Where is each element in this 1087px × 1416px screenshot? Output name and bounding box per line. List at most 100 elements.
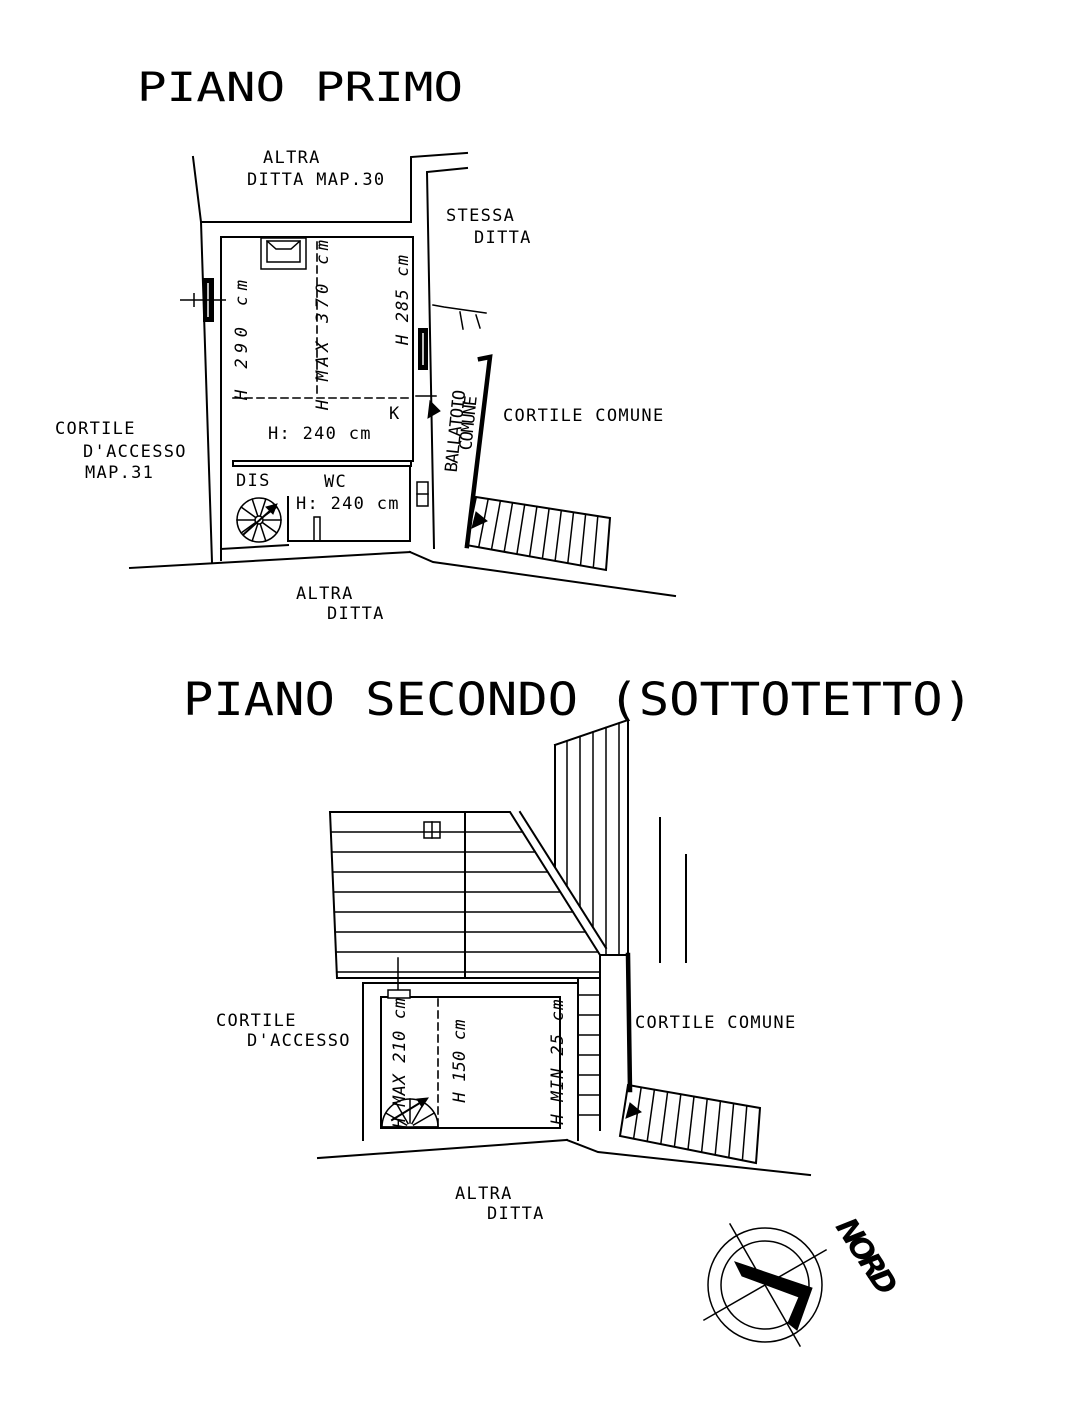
south-neighbor-line1: ALTRA	[455, 1184, 513, 1204]
south-neighbor-line2: DITTA	[327, 604, 385, 624]
room-label-wc: WC	[324, 472, 347, 492]
spiral-stair-tread	[410, 1101, 426, 1125]
room-outer-wall	[362, 982, 579, 1141]
balcony-gate-post	[475, 314, 481, 329]
stair-rung	[541, 507, 550, 560]
spiral-stair-tread	[394, 1101, 410, 1125]
spiral-stair-tread	[251, 498, 259, 518]
room-inner-outline	[380, 996, 561, 1129]
piano-primo-plan: PIANO PRIMO	[55, 65, 677, 624]
stair-rung	[673, 1093, 682, 1148]
stair-direction-arrow-icon	[625, 1102, 642, 1119]
chimney-icon	[423, 821, 441, 839]
spiral-stair-tread	[384, 1111, 408, 1127]
secondo-spiral-stair-icon	[381, 1097, 439, 1128]
secondo-external-stair	[618, 1083, 762, 1165]
south-boundary-west	[128, 550, 412, 570]
east-courtyard-label: CORTILE COMUNE	[503, 406, 665, 426]
partition-wall	[232, 460, 412, 467]
spiral-stair-tread	[259, 498, 267, 518]
stair-rung	[579, 513, 587, 567]
spiral-stair-arrow-shaft	[390, 1099, 425, 1122]
stair-rung	[727, 1102, 735, 1159]
stair-rung	[554, 509, 563, 562]
compass-needle	[734, 1261, 813, 1331]
piano-secondo-plan: PIANO SECONDO (SOTTOTETTO)	[183, 673, 973, 1224]
stair-rung	[646, 1088, 656, 1143]
east-neighbor-line2: DITTA	[474, 228, 532, 248]
west-courtyard-line2: D'ACCESSO	[247, 1031, 351, 1051]
kitchen-door-icon	[415, 395, 441, 419]
stair-rung	[503, 501, 514, 553]
stair-rung	[741, 1104, 748, 1162]
spiral-stair-arrow-icon	[416, 1097, 429, 1108]
roof-hip-line	[518, 810, 608, 950]
east-neighbor-line1: STESSA	[446, 206, 515, 226]
dis-floor-edge	[219, 543, 290, 551]
south-neighbor-line2: DITTA	[487, 1204, 545, 1224]
west-courtyard-line3: MAP.31	[85, 463, 154, 483]
south-boundary-east	[565, 1138, 812, 1177]
wc-window-icon	[416, 481, 429, 507]
balcony-edge	[464, 354, 493, 549]
fireplace-inner	[266, 240, 301, 263]
roof-hatching	[330, 722, 620, 1116]
fireplace-hood	[265, 239, 302, 250]
south-neighbor-line1: ALTRA	[296, 584, 354, 604]
north-neighbor-line1: ALTRA	[263, 148, 321, 168]
north-neighbor-line2: DITTA MAP.30	[247, 170, 385, 190]
stair-rung	[490, 499, 502, 551]
inner-wall-outline	[220, 236, 414, 561]
west-courtyard-line2: D'ACCESSO	[83, 442, 187, 462]
stair-rung	[566, 511, 575, 565]
stair-rung	[516, 503, 526, 555]
primo-external-stair	[464, 495, 612, 572]
fireplace-icon	[260, 237, 307, 270]
fireplace-outer	[260, 237, 307, 270]
external-stair-outline	[618, 1083, 762, 1165]
room-label-dis: DIS	[236, 471, 271, 491]
primo-spiral-stair-icon	[236, 497, 282, 543]
external-stair-outline	[464, 495, 612, 572]
roof-window-icon	[387, 957, 411, 999]
balcony-gate-post	[459, 311, 464, 330]
height-label-center: H 150 cm	[450, 1020, 470, 1104]
south-boundary-east	[408, 550, 677, 598]
door-arrow-icon	[427, 399, 441, 419]
wc-walls	[287, 465, 411, 542]
stair-rung	[687, 1095, 695, 1151]
stair-rung	[700, 1097, 709, 1154]
spiral-stair-tread	[259, 522, 267, 542]
east-courtyard-label: CORTILE COMUNE	[635, 1013, 797, 1033]
stair-rung	[528, 505, 538, 558]
north-boundary-line	[200, 151, 469, 223]
primo-height-lines	[232, 241, 414, 399]
height-label-hall: H: 240 cm	[268, 424, 372, 444]
height-label-min: H MIN 25 cm	[548, 1000, 568, 1126]
spiral-stair-tread	[251, 522, 259, 542]
balcony-edge	[625, 952, 633, 1093]
balcony-gate-rail	[432, 304, 487, 314]
compass-inner-ring	[720, 1240, 810, 1330]
room-label-k: K	[389, 404, 401, 424]
height-label-wc: H: 240 cm	[296, 494, 400, 514]
spiral-stair-tread	[240, 521, 257, 534]
compass-outer-ring	[707, 1227, 823, 1343]
roof-window-frame	[387, 989, 411, 999]
west-courtyard-line1: CORTILE	[216, 1011, 297, 1031]
spiral-stair-tread	[261, 521, 278, 534]
west-window-icon	[180, 278, 226, 322]
west-courtyard-line1: CORTILE	[55, 419, 136, 439]
balcony-gate	[432, 304, 487, 330]
piano-primo-title: PIANO PRIMO	[137, 65, 463, 111]
piano-secondo-title: PIANO SECONDO (SOTTOTETTO)	[183, 673, 973, 726]
stair-rung	[592, 515, 599, 569]
spiral-stair-tread	[261, 506, 278, 519]
stair-rung	[659, 1091, 669, 1145]
wc-fixture	[313, 516, 321, 542]
spiral-stair-outline	[381, 1098, 439, 1128]
stair-direction-arrow-icon	[471, 511, 488, 529]
east-window-icon	[418, 328, 428, 370]
